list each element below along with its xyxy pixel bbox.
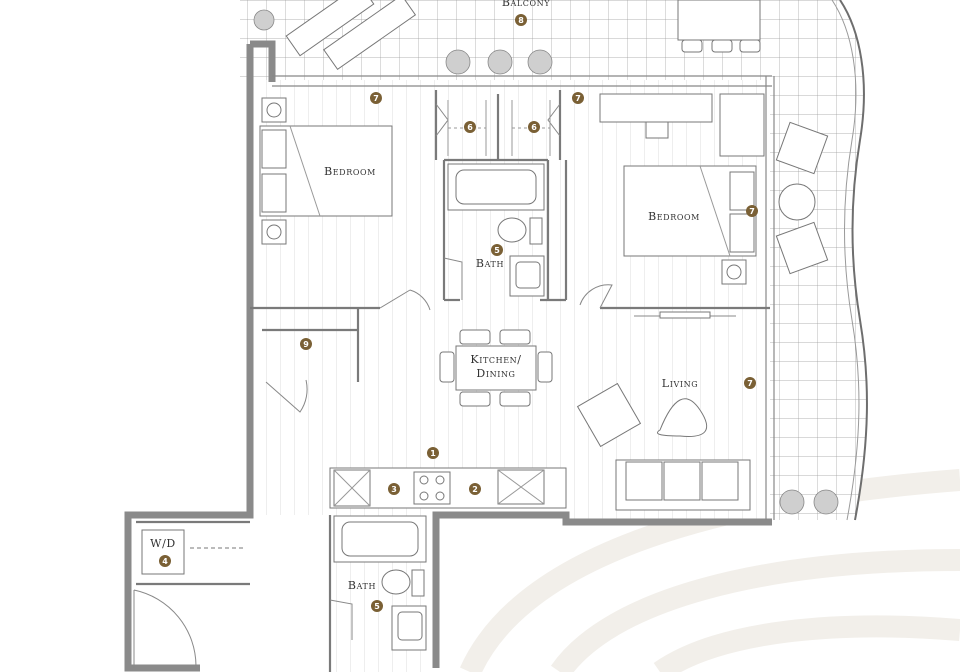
marker-7-c: 7 [746, 205, 758, 217]
marker-1-text: 1 [430, 449, 436, 458]
marker-7-d: 7 [744, 377, 756, 389]
marker-6-b: 6 [528, 121, 540, 133]
bed-right [599, 93, 765, 285]
bath-lower-fixtures [333, 515, 427, 651]
marker-1: 1 [427, 447, 439, 459]
wd-unit [141, 529, 246, 575]
marker-5-a: 5 [491, 244, 503, 256]
balcony-chairs-right [775, 121, 829, 275]
marker-5-a-text: 5 [494, 246, 500, 255]
marker-3-text: 3 [391, 485, 397, 494]
marker-3: 3 [388, 483, 400, 495]
kitchen-counter [329, 467, 567, 509]
bath-lower-label: Bath [348, 579, 376, 592]
marker-2-text: 2 [472, 485, 478, 494]
window-walls [272, 75, 775, 520]
marker-7-a-text: 7 [373, 94, 379, 103]
marker-8: 8 [515, 14, 527, 26]
marker-7-c-text: 7 [749, 207, 755, 216]
marker-6-b-text: 6 [531, 123, 537, 132]
bed-left [259, 97, 393, 245]
living-furniture [576, 311, 751, 511]
marker-8-text: 8 [518, 16, 524, 25]
living-label: Living [662, 377, 698, 390]
marker-4: 4 [159, 555, 171, 567]
marker-9-text: 9 [303, 340, 309, 349]
balcony-label: Balcony [502, 0, 550, 9]
planters [253, 9, 839, 515]
marker-6-a: 6 [464, 121, 476, 133]
balcony-table [677, 0, 761, 53]
marker-7-a: 7 [370, 92, 382, 104]
room-labels: Balcony Bedroom Bedroom Bath Kitchen/ Di… [150, 0, 700, 592]
bath-upper-label: Bath [476, 257, 504, 270]
kitchen-label-line2: Dining [476, 367, 515, 380]
markers: 8 7 7 6 6 7 5 9 7 1 3 2 4 5 [159, 14, 758, 612]
marker-7-b: 7 [572, 92, 584, 104]
interior-walls [136, 90, 770, 672]
wd-label: W/D [150, 537, 176, 550]
bath-upper-fixtures [447, 163, 545, 297]
lounge-chairs [285, 0, 417, 71]
marker-2: 2 [469, 483, 481, 495]
marker-9: 9 [300, 338, 312, 350]
marker-7-d-text: 7 [747, 379, 753, 388]
exterior-walls [124, 40, 772, 672]
bedroom-right-label: Bedroom [648, 210, 700, 223]
marker-7-b-text: 7 [575, 94, 581, 103]
dining-table [439, 329, 553, 407]
marker-4-text: 4 [162, 557, 168, 566]
marker-5-b-text: 5 [374, 602, 380, 611]
marker-5-b: 5 [371, 600, 383, 612]
kitchen-label-line1: Kitchen/ [470, 353, 521, 366]
marker-6-a-text: 6 [467, 123, 473, 132]
bedroom-left-label: Bedroom [324, 165, 376, 178]
